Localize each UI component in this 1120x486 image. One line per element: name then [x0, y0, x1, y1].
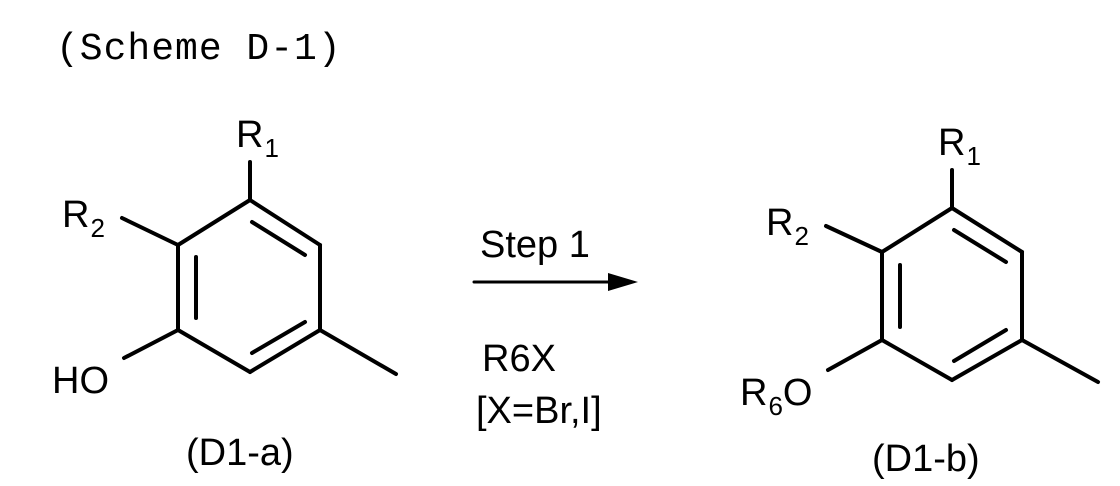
reactant-r1-label: R1: [236, 116, 279, 154]
reactant-r2-label: R2: [62, 196, 105, 234]
reactant-substituent-bonds: [122, 162, 396, 374]
reactant-ring: [178, 200, 320, 372]
product-compound-label: (D1-b): [872, 440, 980, 478]
condition-label: [X=Br,I]: [476, 392, 602, 430]
product-r1-label: R1: [938, 124, 981, 162]
reagent-label: R6X: [482, 340, 556, 378]
reactant-ho-label: HO: [52, 362, 109, 400]
product-r6o-label: R6O: [740, 374, 812, 412]
product-ring: [882, 208, 1022, 380]
product-substituent-bonds: [826, 170, 1098, 382]
reactant-compound-label: (D1-a): [186, 434, 294, 472]
reaction-arrow: [474, 273, 638, 291]
product-r2-label: R2: [766, 204, 809, 242]
step-label: Step 1: [480, 226, 590, 264]
